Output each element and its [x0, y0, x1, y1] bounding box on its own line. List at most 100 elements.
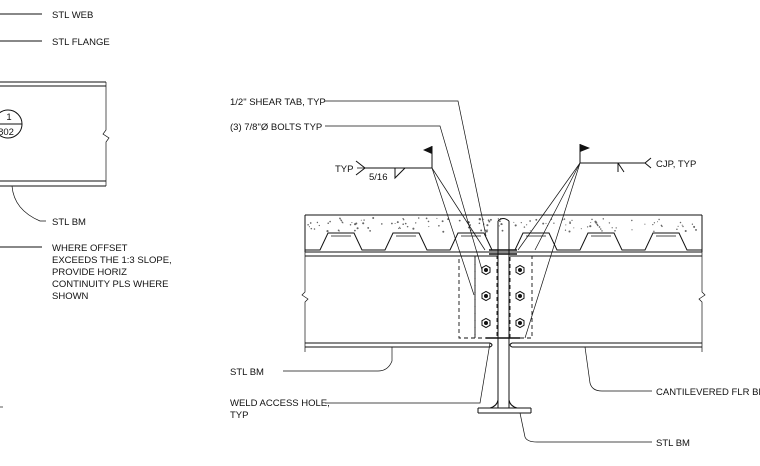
label-stl-bm-bottom: STL BM — [656, 438, 690, 449]
concrete-aggregate-dot — [571, 219, 573, 222]
concrete-aggregate-dot — [372, 217, 375, 219]
concrete-aggregate-dot — [438, 224, 440, 227]
concrete-aggregate-dot — [500, 223, 503, 226]
concrete-aggregate-dot — [553, 222, 555, 224]
concrete-aggregate-dot — [313, 228, 316, 230]
concrete-aggregate-dot — [351, 222, 353, 224]
concrete-aggregate-dot — [436, 217, 438, 219]
offset-note-line-5: SHOWN — [52, 291, 89, 302]
concrete-aggregate-dot — [514, 224, 517, 227]
concrete-aggregate-dot — [523, 226, 526, 228]
section-sheet: 802 — [0, 127, 14, 138]
weld-symbol-right: CJP, TYP — [517, 144, 696, 339]
concrete-aggregate-dot — [542, 222, 545, 225]
concrete-aggregate-dot — [441, 220, 444, 223]
concrete-aggregate-dot — [513, 221, 515, 223]
concrete-aggregate-dot — [565, 224, 567, 226]
concrete-aggregate-dot — [390, 222, 393, 225]
weld-symbol-left: TYP 5/16 — [335, 146, 433, 183]
concrete-aggregate-dot — [529, 230, 531, 232]
concrete-aggregate-dot — [338, 230, 340, 232]
concrete-aggregate-dot — [367, 226, 370, 229]
label-stl-flange: STL FLANGE — [52, 37, 110, 48]
concrete-aggregate-dot — [499, 220, 501, 223]
concrete-aggregate-dot — [658, 218, 660, 221]
concrete-aggregate-dot — [487, 219, 490, 221]
concrete-aggregate-dot — [356, 227, 359, 230]
concrete-aggregate-dot — [309, 222, 312, 224]
concrete-aggregate-dot — [363, 219, 365, 221]
concrete-aggregate-dot — [653, 222, 656, 224]
metal-deck-profile — [305, 232, 702, 251]
concrete-aggregate-dot — [631, 219, 633, 222]
concrete-aggregate-dot — [529, 220, 531, 222]
center-column — [466, 218, 540, 414]
concrete-aggregate-dot — [498, 225, 500, 227]
concrete-aggregate-dot — [349, 223, 352, 226]
bolt — [515, 290, 525, 302]
label-shear-tab: 1/2" SHEAR TAB, TYP — [230, 97, 326, 108]
label-bolts: (3) 7/8"Ø BOLTS TYP — [230, 122, 322, 133]
concrete-aggregate-dot — [360, 219, 362, 221]
left-beam-elevation — [0, 81, 110, 187]
concrete-aggregate-dot — [601, 230, 603, 232]
concrete-aggregate-dot — [497, 218, 500, 220]
concrete-aggregate-dot — [342, 222, 344, 224]
concrete-aggregate-dot — [318, 224, 320, 227]
concrete-aggregate-dot — [573, 227, 575, 229]
concrete-aggregate-dot — [355, 222, 358, 225]
concrete-aggregate-dot — [656, 221, 659, 223]
concrete-aggregate-dot — [415, 222, 417, 224]
concrete-aggregate-dot — [501, 229, 504, 232]
concrete-aggregate-dot — [427, 220, 430, 223]
offset-note-line-4: CONTINUITY PLS WHERE — [52, 279, 168, 290]
concrete-aggregate-dot — [329, 220, 331, 223]
concrete-aggregate-dot — [488, 220, 491, 223]
offset-note: WHERE OFFSET EXCEEDS THE 1:3 SLOPE, PROV… — [52, 243, 172, 302]
concrete-aggregate-dot — [589, 225, 592, 228]
concrete-aggregate-dot — [652, 223, 654, 226]
concrete-aggregate-dot — [316, 221, 319, 224]
label-weld-typ: TYP — [335, 164, 353, 175]
offset-note-line-1: WHERE OFFSET — [52, 243, 128, 254]
concrete-aggregate-dot — [425, 217, 428, 220]
concrete-aggregate-dot — [406, 225, 409, 228]
label-weld-access-1: WELD ACCESS HOLE, — [230, 398, 330, 409]
concrete-aggregate-dot — [681, 224, 683, 226]
concrete-aggregate-dot — [478, 222, 481, 225]
concrete-aggregate-dot — [362, 222, 365, 225]
concrete-aggregate-dot — [545, 222, 547, 224]
concrete-aggregate-dot — [598, 226, 601, 228]
concrete-aggregate-dot — [458, 219, 461, 222]
concrete-aggregate-dot — [535, 218, 538, 221]
label-stl-bm-center: STL BM — [230, 367, 264, 378]
concrete-aggregate-dot — [595, 221, 598, 224]
concrete-aggregate-dot — [586, 226, 589, 228]
concrete-aggregate-dot — [520, 222, 522, 224]
field-weld-flag-right — [580, 144, 590, 152]
concrete-aggregate-dot — [599, 228, 602, 230]
left-steel-beam — [301, 252, 496, 352]
main-connection-detail: 1/2" SHEAR TAB, TYP (3) 7/8"Ø BOLTS TYP … — [230, 97, 760, 449]
label-weld-access-2: TYP — [230, 410, 248, 421]
concrete-aggregate-dot — [428, 226, 430, 228]
concrete-aggregate-dot — [380, 223, 383, 225]
concrete-aggregate-dot — [682, 225, 684, 228]
concrete-aggregate-dot — [485, 230, 488, 233]
concrete-aggregate-dot — [417, 217, 420, 219]
concrete-aggregate-dot — [341, 220, 343, 222]
concrete-aggregate-dot — [402, 223, 405, 225]
concrete-aggregate-dot — [661, 225, 663, 228]
concrete-aggregate-dot — [442, 230, 445, 233]
concrete-aggregate-dot — [614, 229, 616, 232]
concrete-aggregate-dot — [412, 227, 415, 230]
field-weld-flag-left — [423, 146, 432, 154]
concrete-aggregate-dot — [483, 218, 485, 220]
concrete-aggregate-dot — [580, 228, 582, 230]
concrete-aggregate-dot — [478, 218, 481, 221]
concrete-aggregate-dot — [339, 218, 341, 220]
concrete-aggregate-dot — [563, 218, 566, 220]
concrete-aggregate-dot — [564, 229, 567, 231]
concrete-aggregate-dot — [398, 227, 400, 230]
concrete-aggregate-dot — [308, 226, 310, 228]
